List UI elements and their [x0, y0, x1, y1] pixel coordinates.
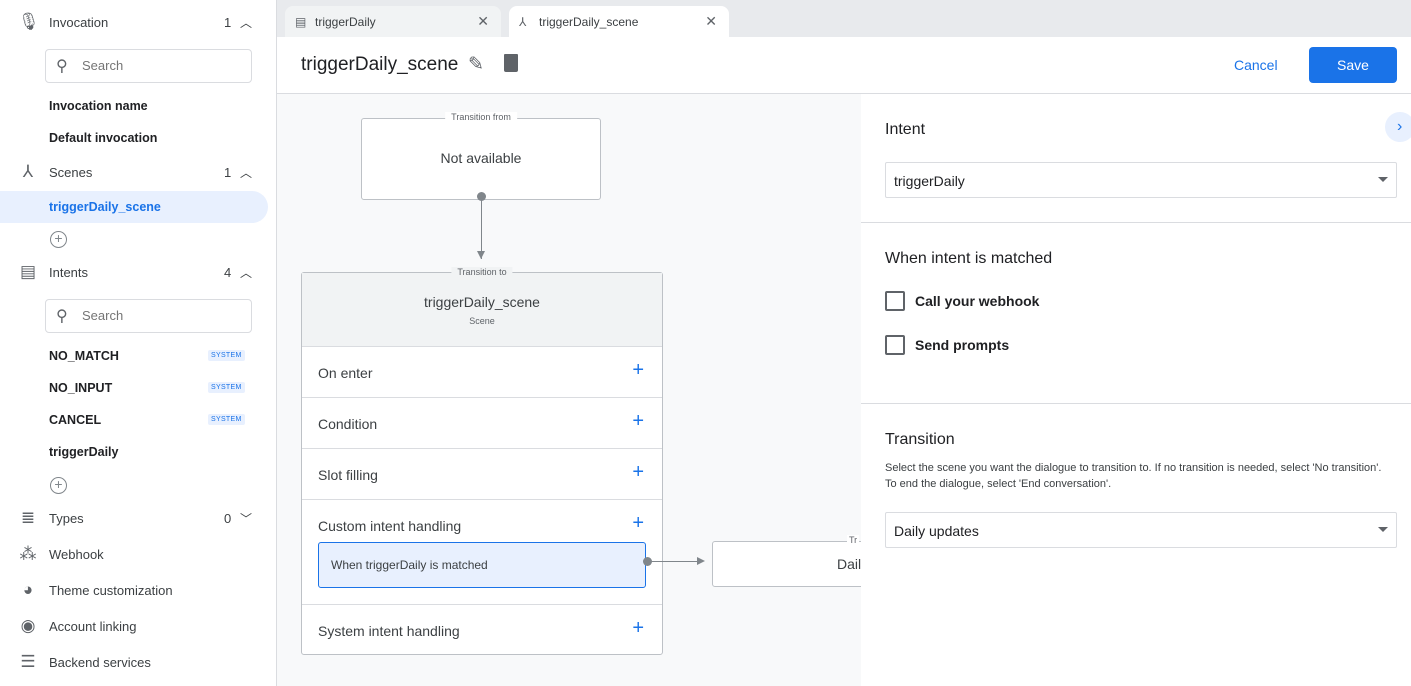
collapse-panel-button[interactable]: ›	[1385, 112, 1411, 142]
add-icon[interactable]: +	[632, 461, 644, 483]
connector-dot	[477, 192, 486, 201]
tab-triggerdaily[interactable]: ▤ triggerDaily ✕	[285, 6, 501, 37]
sidebar-item-scene-selected[interactable]: triggerDaily_scene	[0, 191, 268, 223]
arrow-head	[477, 251, 485, 259]
transition-from-box: Transition from Not available	[361, 112, 601, 200]
intent-icon: ▤	[295, 14, 307, 29]
sidebar-section-invocation[interactable]: 🎙 Invocation 1 ︿	[18, 12, 253, 31]
transition-target-box[interactable]: Tr Dail	[712, 535, 861, 587]
sidebar: 🎙 Invocation 1 ︿ ⚲ Invocation name Defau…	[0, 0, 277, 686]
chevron-up-icon[interactable]: ︿	[240, 15, 253, 30]
types-icon: ≣	[20, 508, 36, 527]
sidebar-item-intent[interactable]: NO_INPUT	[49, 381, 113, 395]
call-webhook-checkbox[interactable]	[885, 291, 905, 311]
add-icon[interactable]: +	[632, 410, 644, 432]
condition-row[interactable]: Condition+	[302, 397, 662, 448]
search-icon: ⚲	[56, 308, 68, 325]
on-enter-row[interactable]: On enter+	[302, 346, 662, 397]
system-badge: SYSTEM	[208, 382, 245, 393]
intent-settings-panel: › Intent triggerDaily When intent is mat…	[861, 94, 1411, 686]
sidebar-section-intents[interactable]: ▤ Intents 4 ︿	[19, 262, 253, 281]
chevron-up-icon[interactable]: ︿	[240, 165, 253, 180]
scene-icon: ⅄	[519, 14, 527, 29]
dropdown-arrow-icon	[1378, 177, 1388, 182]
tab-bar: ▤ triggerDaily ✕ ⅄ triggerDaily_scene ✕	[277, 0, 1411, 37]
tab-triggerdaily-scene[interactable]: ⅄ triggerDaily_scene ✕	[509, 6, 729, 37]
microphone-icon: 🎙	[18, 12, 40, 31]
sidebar-item-invocation-name[interactable]: Invocation name	[49, 99, 148, 113]
save-button[interactable]: Save	[1309, 47, 1397, 83]
system-intent-row[interactable]: System intent handling+	[302, 604, 662, 655]
delete-icon[interactable]	[504, 54, 518, 72]
sidebar-item-intent[interactable]: NO_MATCH	[49, 349, 119, 363]
transition-select[interactable]: Daily updates	[885, 512, 1397, 548]
scene-canvas: Transition from Not available Transition…	[277, 94, 861, 686]
connector-line	[481, 199, 482, 259]
close-icon[interactable]: ✕	[477, 13, 489, 29]
divider	[861, 222, 1411, 223]
slot-filling-row[interactable]: Slot filling+	[302, 448, 662, 499]
account-icon: ◉	[20, 616, 36, 635]
add-scene-icon[interactable]: +	[50, 231, 67, 248]
palette-icon: ◕	[22, 580, 34, 599]
sidebar-section-types[interactable]: ≣ Types 0 ﹀	[0, 503, 276, 533]
add-icon[interactable]: +	[632, 617, 644, 639]
add-icon[interactable]: +	[632, 359, 644, 381]
connector-line	[648, 561, 702, 562]
cancel-button[interactable]: Cancel	[1234, 57, 1278, 73]
send-prompts-checkbox[interactable]	[885, 335, 905, 355]
intent-handler-item[interactable]: When triggerDaily is matched	[318, 542, 646, 588]
sidebar-item-theme[interactable]: ◕ Theme customization	[0, 575, 276, 605]
sidebar-item-account-linking[interactable]: ◉ Account linking	[0, 611, 276, 641]
chevron-up-icon[interactable]: ︿	[240, 265, 253, 280]
arrow-head	[697, 557, 705, 565]
webhook-icon: ⁂	[19, 544, 37, 563]
dropdown-arrow-icon	[1378, 527, 1388, 532]
connector-dot	[643, 557, 652, 566]
custom-intent-row[interactable]: Custom intent handling+ When triggerDail…	[302, 499, 662, 604]
chevron-down-icon[interactable]: ﹀	[240, 511, 253, 526]
add-icon[interactable]: +	[632, 512, 644, 534]
intents-search[interactable]: ⚲	[45, 299, 252, 333]
scene-icon: ⅄	[22, 162, 34, 181]
edit-icon[interactable]: ✎	[468, 54, 484, 75]
close-icon[interactable]: ✕	[705, 13, 717, 29]
system-badge: SYSTEM	[208, 414, 245, 425]
backend-settings-icon: ☰	[20, 652, 36, 671]
page-title: triggerDaily_scene	[301, 54, 459, 75]
intents-search-input[interactable]	[82, 308, 232, 323]
sidebar-item-intent[interactable]: triggerDaily	[49, 445, 119, 459]
sidebar-item-webhook[interactable]: ⁂ Webhook	[19, 544, 104, 563]
scene-header: Transition to triggerDaily_scene Scene	[302, 267, 662, 346]
sidebar-section-scenes[interactable]: ⅄ Scenes 1 ︿	[0, 157, 276, 187]
sidebar-item-intent[interactable]: CANCEL	[49, 413, 102, 427]
page-header: triggerDaily_scene ✎ Cancel Save	[277, 37, 1411, 94]
system-badge: SYSTEM	[208, 350, 245, 361]
sidebar-item-backend[interactable]: ☰ Backend services	[0, 647, 276, 677]
intent-select[interactable]: triggerDaily	[885, 162, 1397, 198]
add-intent-icon[interactable]: +	[50, 477, 67, 494]
invocation-search-input[interactable]	[82, 58, 232, 73]
sidebar-item-default-invocation[interactable]: Default invocation	[49, 131, 158, 145]
invocation-search[interactable]: ⚲	[45, 49, 252, 83]
search-icon: ⚲	[56, 58, 68, 75]
scene-box: Transition to triggerDaily_scene Scene O…	[301, 267, 663, 655]
divider	[861, 403, 1411, 404]
intent-icon: ▤	[19, 262, 37, 281]
